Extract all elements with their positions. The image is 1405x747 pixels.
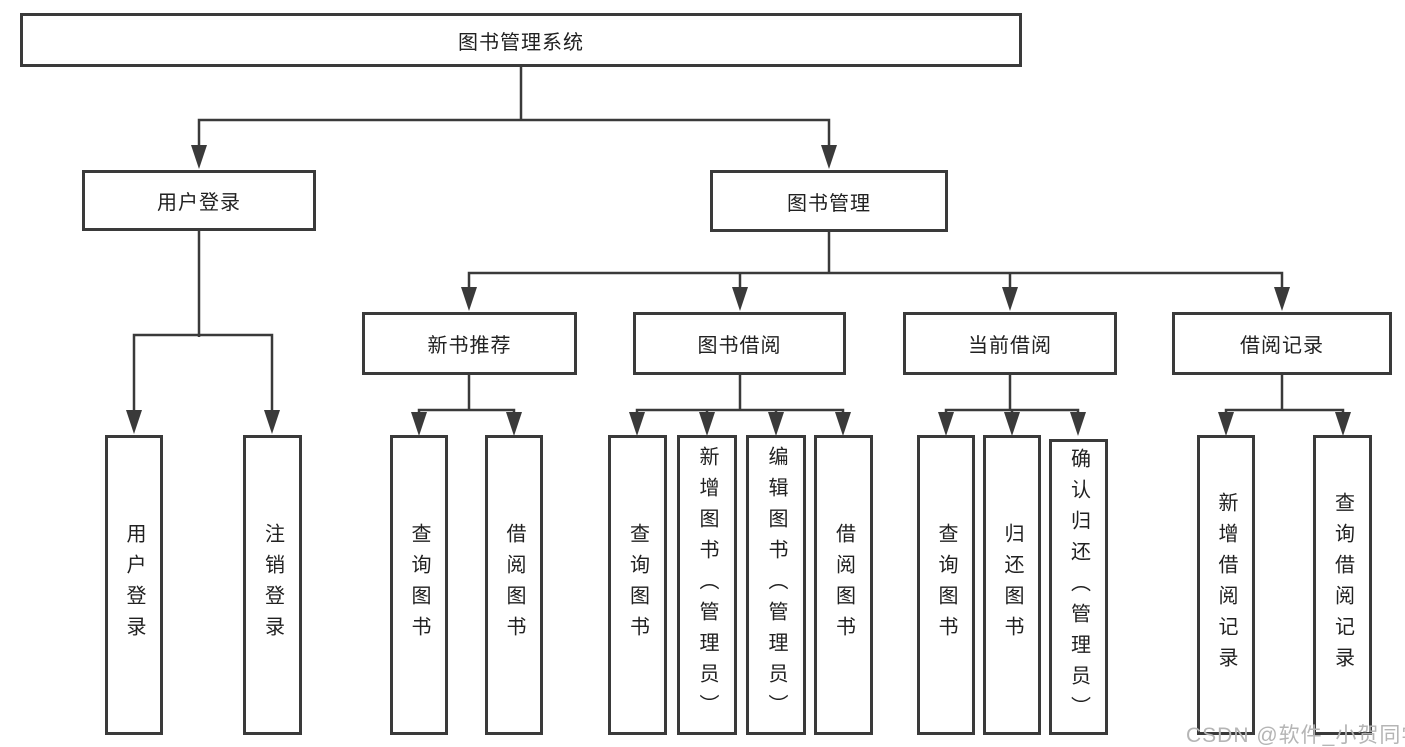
leaf-logout: 注销登录 xyxy=(243,435,302,735)
node-new-book-recommend: 新书推荐 xyxy=(362,312,577,375)
leaf-rec-query-books: 查询图书 xyxy=(390,435,448,735)
leaf-cb-query-books-label: 查询图书 xyxy=(935,523,957,647)
leaf-br-add-record-label: 新增借阅记录 xyxy=(1215,492,1237,678)
leaf-bb-borrow-books: 借阅图书 xyxy=(814,435,873,735)
node-current-borrowing: 当前借阅 xyxy=(903,312,1117,375)
watermark: CSDN @软件_小贺同学 xyxy=(1186,724,1405,747)
leaf-cb-query-books: 查询图书 xyxy=(917,435,975,735)
leaf-logout-label: 注销登录 xyxy=(261,523,284,647)
leaf-br-query-record: 查询借阅记录 xyxy=(1313,435,1372,735)
leaf-rec-borrow-books-label: 借阅图书 xyxy=(503,523,525,647)
leaf-bb-query-books: 查询图书 xyxy=(608,435,667,735)
leaf-bb-add-book-admin: 新增图书（管理员） xyxy=(677,435,737,735)
leaf-br-add-record: 新增借阅记录 xyxy=(1197,435,1255,735)
leaf-rec-query-books-label: 查询图书 xyxy=(408,523,430,647)
leaf-user-login-label: 用户登录 xyxy=(123,523,145,647)
leaf-bb-borrow-books-label: 借阅图书 xyxy=(832,523,855,647)
leaf-bb-edit-book-admin-label: 编辑图书（管理员） xyxy=(765,445,787,725)
node-book-management: 图书管理 xyxy=(710,170,948,232)
leaf-bb-query-books-label: 查询图书 xyxy=(626,523,649,647)
leaf-bb-add-book-admin-label: 新增图书（管理员） xyxy=(696,445,718,725)
arrowheads xyxy=(126,145,1351,436)
leaf-cb-confirm-return-admin-label: 确认归还（管理员） xyxy=(1067,447,1090,727)
node-library-system: 图书管理系统 xyxy=(20,13,1022,67)
node-borrow-records: 借阅记录 xyxy=(1172,312,1392,375)
leaf-user-login: 用户登录 xyxy=(105,435,163,735)
leaf-br-query-record-label: 查询借阅记录 xyxy=(1331,492,1354,678)
leaf-bb-edit-book-admin: 编辑图书（管理员） xyxy=(746,435,806,735)
leaf-rec-borrow-books: 借阅图书 xyxy=(485,435,543,735)
leaf-cb-return-books-label: 归还图书 xyxy=(1001,523,1023,647)
leaf-cb-confirm-return-admin: 确认归还（管理员） xyxy=(1049,439,1108,735)
node-book-borrowing: 图书借阅 xyxy=(633,312,846,375)
node-user-login: 用户登录 xyxy=(82,170,316,231)
leaf-cb-return-books: 归还图书 xyxy=(983,435,1041,735)
